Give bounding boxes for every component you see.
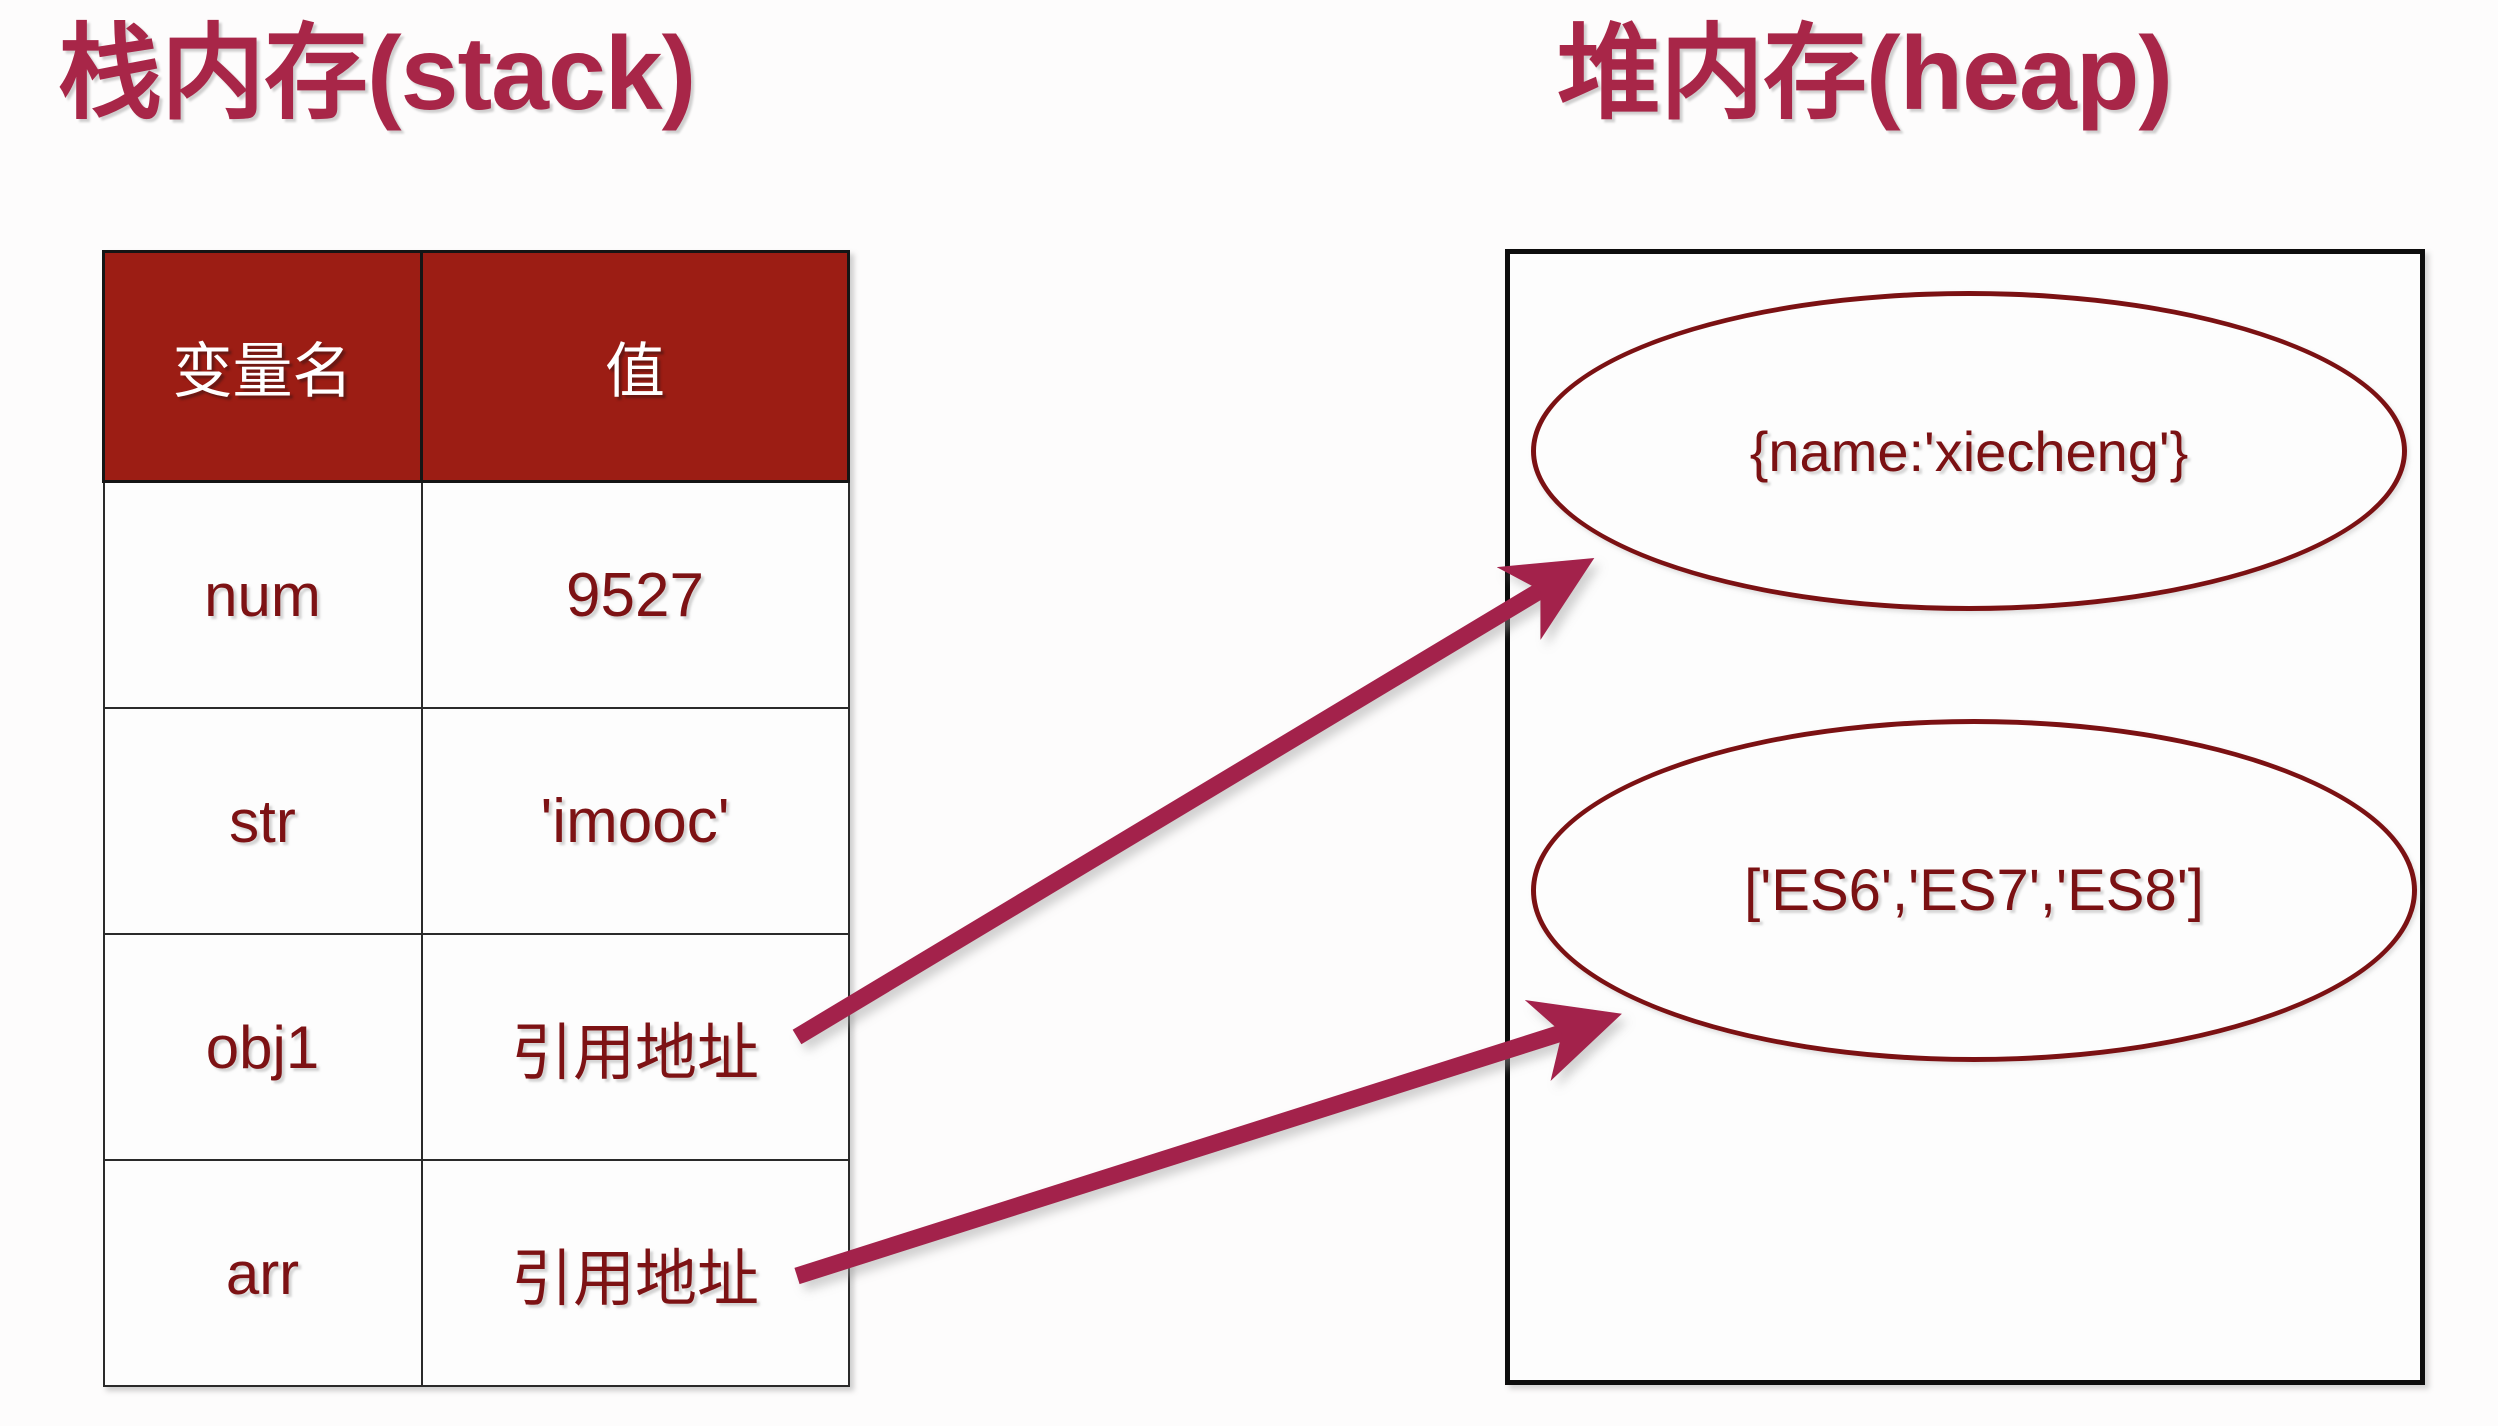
- stack-panel-title: 栈内存(stack): [58, 16, 696, 132]
- cell-variable-name: obj1: [102, 933, 423, 1161]
- heap-array-ellipse: ['ES6','ES7','ES8']: [1531, 719, 2417, 1062]
- arrow-obj1-to-object: [792, 557, 1595, 1045]
- heap-object-label: {name:'xiecheng'}: [1749, 419, 2189, 483]
- table-row: num 9527: [102, 480, 850, 709]
- table-row: obj1 引用地址: [102, 933, 850, 1161]
- heap-array-label: ['ES6','ES7','ES8']: [1744, 858, 2204, 923]
- cell-variable-name: arr: [102, 1159, 423, 1387]
- column-header-variable-name: 变量名: [102, 250, 423, 483]
- heap-object-ellipse: {name:'xiecheng'}: [1531, 291, 2407, 611]
- heap-panel-title: 堆内存(heap): [1557, 16, 2173, 132]
- cell-variable-value: 引用地址: [420, 1159, 850, 1387]
- cell-variable-name: num: [102, 480, 423, 709]
- column-header-value: 值: [420, 250, 850, 483]
- table-row: str 'imooc': [102, 707, 850, 935]
- arrow-arr-to-array: [794, 1000, 1622, 1285]
- table-header-row: 变量名 值: [102, 250, 850, 483]
- stack-memory-table: 变量名 值 num 9527 str 'imooc' obj1 引用地址 arr…: [102, 250, 850, 1387]
- cell-variable-value: 'imooc': [420, 707, 850, 935]
- cell-variable-value: 9527: [420, 480, 850, 709]
- cell-variable-value: 引用地址: [420, 933, 850, 1161]
- cell-variable-name: str: [102, 707, 423, 935]
- table-row: arr 引用地址: [102, 1159, 850, 1387]
